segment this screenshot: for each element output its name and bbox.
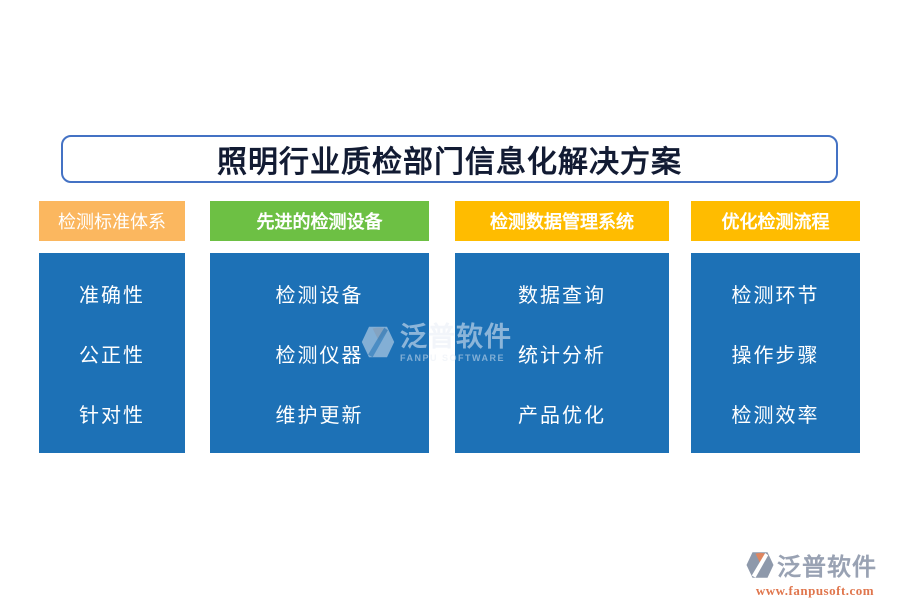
title-banner: 照明行业质检部门信息化解决方案 bbox=[61, 135, 838, 183]
panel-item: 维护更新 bbox=[275, 404, 364, 427]
panel-item: 检测效率 bbox=[731, 404, 820, 427]
footer-logo: 泛普软件 www.fanpusoft.com bbox=[745, 547, 885, 599]
footer-brand: 泛普软件 bbox=[777, 554, 877, 581]
panel-item: 检测仪器 bbox=[275, 344, 364, 367]
panel-item: 准确性 bbox=[79, 284, 145, 307]
panel-item: 数据查询 bbox=[518, 284, 606, 307]
panel-item: 针对性 bbox=[79, 404, 145, 427]
column-data-management: 检测数据管理系统 数据查询 统计分析 产品优化 bbox=[455, 201, 669, 453]
panel-item: 公正性 bbox=[79, 344, 145, 367]
footer-url: www.fanpusoft.com bbox=[755, 583, 875, 598]
footer-logo-row: 泛普软件 bbox=[745, 547, 885, 582]
column-panel: 准确性 公正性 针对性 bbox=[39, 253, 185, 453]
column-panel: 数据查询 统计分析 产品优化 bbox=[455, 253, 669, 453]
panel-item: 检测环节 bbox=[731, 284, 820, 307]
column-panel: 检测环节 操作步骤 检测效率 bbox=[691, 253, 860, 453]
fanpu-logo-icon bbox=[746, 551, 774, 578]
column-standards: 检测标准体系 准确性 公正性 针对性 bbox=[39, 201, 185, 453]
column-panel: 检测设备 检测仪器 维护更新 bbox=[210, 253, 429, 453]
column-header: 检测标准体系 bbox=[39, 201, 185, 241]
column-header: 优化检测流程 bbox=[691, 201, 860, 241]
panel-item: 操作步骤 bbox=[731, 344, 820, 367]
panel-item: 检测设备 bbox=[275, 284, 364, 307]
column-header: 检测数据管理系统 bbox=[455, 201, 669, 241]
panel-item: 统计分析 bbox=[518, 344, 606, 367]
column-equipment: 先进的检测设备 检测设备 检测仪器 维护更新 bbox=[210, 201, 429, 453]
column-header: 先进的检测设备 bbox=[210, 201, 429, 241]
panel-item: 产品优化 bbox=[518, 404, 606, 427]
page-title: 照明行业质检部门信息化解决方案 bbox=[217, 146, 682, 179]
column-process: 优化检测流程 检测环节 操作步骤 检测效率 bbox=[691, 201, 860, 453]
